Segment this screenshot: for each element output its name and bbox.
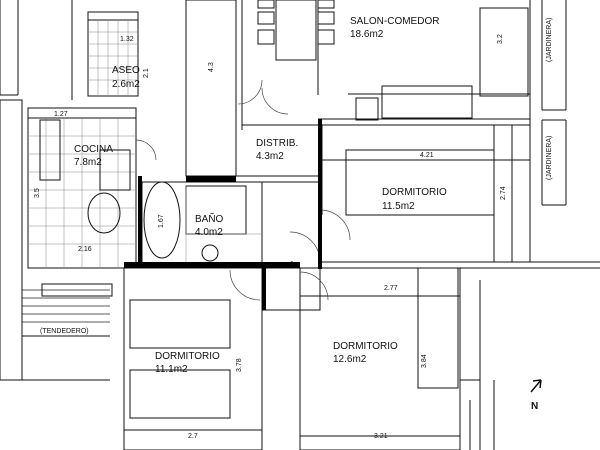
room-area-dormitorio-1: 11.5m2	[382, 201, 415, 212]
dimension-1-67: 1.67	[158, 214, 165, 228]
wall-fills	[124, 119, 322, 310]
room-area-bano: 4.0m2	[195, 227, 223, 238]
jardinera-label-mid: (JARDINERA)	[546, 135, 553, 180]
dimension-2-77: 2.77	[384, 285, 398, 292]
room-name-dormitorio-3: DORMITORIO	[333, 341, 398, 352]
dimension-3-78: 3.78	[236, 358, 243, 372]
dimension-4-3: 4.3	[208, 62, 215, 72]
dimension-1-27: 1.27	[54, 111, 68, 118]
dimension-3-84: 3.84	[421, 354, 428, 368]
north-arrow-icon	[530, 379, 542, 393]
room-area-dormitorio-3: 12.6m2	[333, 354, 367, 365]
dimension-4-21: 4.21	[420, 152, 434, 159]
room-area-salon: 18.6m2	[350, 29, 384, 40]
tendedero-label: (TENDEDERO)	[40, 328, 89, 335]
dimension-2-7: 2.7	[188, 433, 198, 440]
room-name-bano: BAÑO	[195, 214, 224, 225]
room-area-cocina: 7.8m2	[74, 157, 102, 168]
dimension-3-2: 3.2	[497, 34, 504, 44]
room-name-salon: SALON-COMEDOR	[350, 16, 440, 27]
room-name-dormitorio-1: DORMITORIO	[382, 187, 447, 198]
dimension-3-5: 3.5	[34, 188, 41, 198]
room-name-dormitorio-2: DORMITORIO	[155, 351, 220, 362]
dimension-1-32: 1.32	[120, 36, 134, 43]
dimension-2-1: 2.1	[143, 68, 150, 78]
room-name-aseo: ASEO	[112, 65, 140, 76]
north-label: N	[531, 401, 539, 412]
room-area-distrib: 4.3m2	[256, 151, 284, 162]
dimension-2-16: 2.16	[78, 246, 92, 253]
room-name-distrib: DISTRIB.	[256, 138, 299, 149]
room-name-cocina: COCINA	[74, 144, 113, 155]
jardinera-label-top: (JARDINERA)	[546, 17, 553, 62]
room-area-aseo: 2.6m2	[112, 79, 140, 90]
dimension-2-74: 2.74	[500, 186, 507, 200]
room-area-dormitorio-2: 11.1m2	[155, 364, 188, 375]
dimension-1: 1	[290, 261, 294, 268]
dimension-3-21: 3.21	[374, 433, 388, 440]
